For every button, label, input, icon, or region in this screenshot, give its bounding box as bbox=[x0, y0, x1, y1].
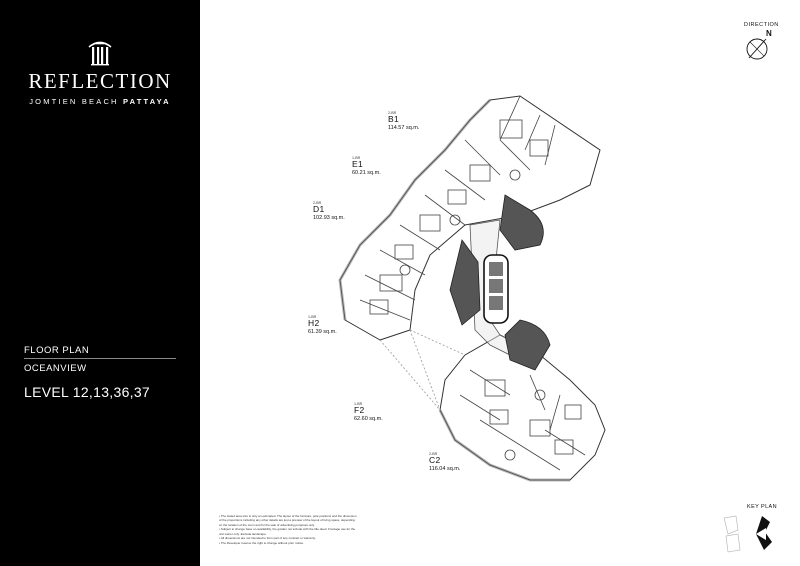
key-plan-icon bbox=[723, 515, 772, 553]
unit-label-h2: 1-BR H2 61.39 sq.m. bbox=[308, 315, 337, 335]
unit-label-b1: 2-BR B1 114.57 sq.m. bbox=[388, 111, 420, 131]
elevator-core bbox=[449, 194, 551, 371]
note-item: • The stated area size is only an estima… bbox=[219, 514, 357, 527]
divider bbox=[24, 358, 176, 359]
floor-plan-label: FLOOR PLAN bbox=[24, 345, 90, 356]
unit-label-f2: 1-BR F2 62.60 sq.m. bbox=[354, 402, 383, 422]
note-item: • Subject to change base on availability… bbox=[219, 527, 356, 536]
disclaimer-notes: • The stated area size is only an estima… bbox=[219, 514, 359, 546]
level-label: LEVEL 12,13,36,37 bbox=[24, 384, 151, 400]
key-plan-label: KEY PLAN bbox=[747, 504, 778, 510]
unit-label-c2: 2-BR C2 116.04 sq.m. bbox=[429, 452, 461, 472]
direction-label: DIRECTION bbox=[744, 22, 779, 28]
brand-tagline: JOMTIEN BEACH PATTAYA bbox=[29, 97, 171, 106]
floor-plan-drawing: 2-BR B1 114.57 sq.m. 1-BR E1 60.21 sq.m.… bbox=[200, 0, 800, 566]
note-item: • The Developer reserve the right to cha… bbox=[219, 540, 304, 545]
unit-label-e1: 1-BR E1 60.21 sq.m. bbox=[352, 156, 381, 176]
note-item: • All dimensions are not intended to for… bbox=[219, 536, 316, 541]
tower-emblem-icon bbox=[88, 41, 112, 66]
view-label: OCEANVIEW bbox=[24, 363, 87, 374]
compass-icon bbox=[746, 38, 768, 60]
brand-logo: REFLECTION JOMTIEN BEACH PATTAYA bbox=[0, 38, 200, 106]
unit-label-d1: 2-BR D1 102.93 sq.m. bbox=[313, 201, 345, 221]
floor-plan-svg bbox=[338, 95, 606, 482]
brand-name: REFLECTION bbox=[28, 69, 172, 93]
north-label: N bbox=[766, 29, 772, 38]
sidebar: REFLECTION JOMTIEN BEACH PATTAYA FLOOR P… bbox=[0, 0, 200, 566]
